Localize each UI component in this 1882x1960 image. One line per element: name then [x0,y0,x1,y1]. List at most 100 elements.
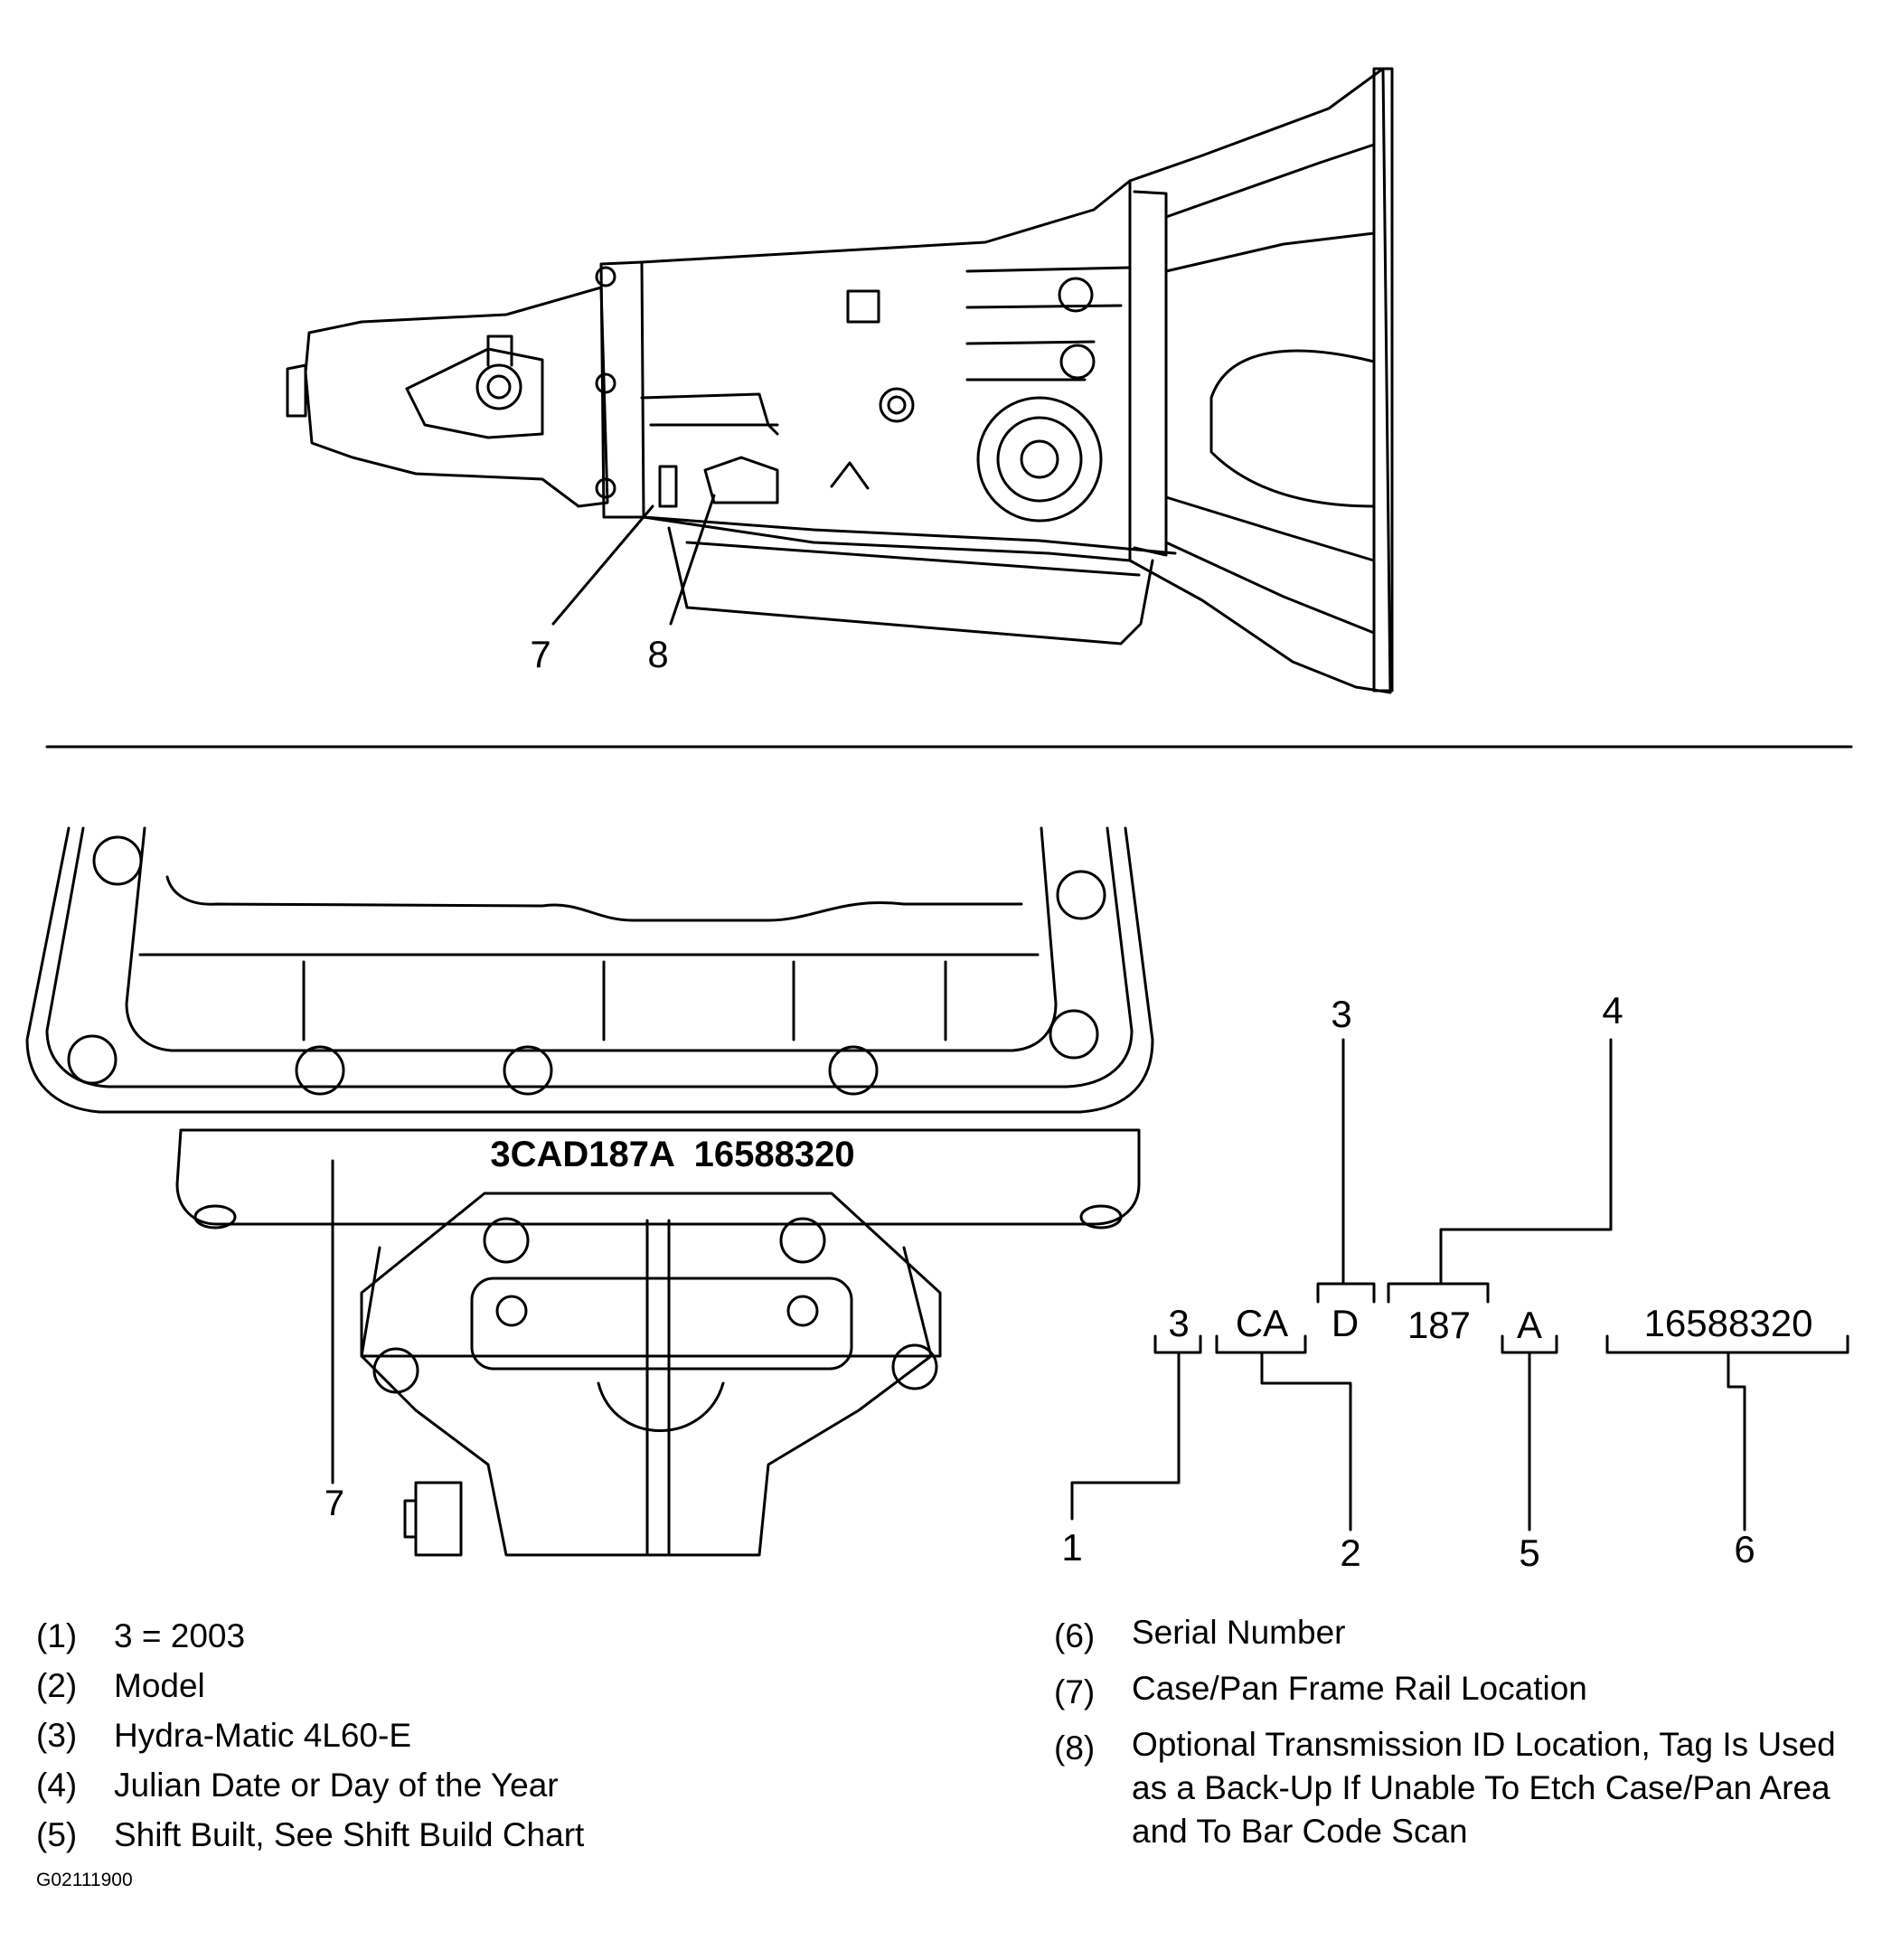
case-plug-inner [887,395,907,415]
segment-6: 16588320 [1644,1302,1813,1344]
legend-text: Shift Built, See Shift Build Chart [114,1816,585,1853]
segment-5: A [1517,1304,1542,1346]
flange-bolt-2 [595,372,616,394]
legend-item-7: (7) Case/Pan Frame Rail Location [1054,1667,1858,1717]
bell-rib-2 [1164,231,1376,273]
callout-4: 4 [1602,989,1623,1032]
pan-body [125,826,1058,1052]
legend-item-4: (4) Julian Date or Day of the Year [36,1760,1012,1810]
leader-4 [1439,1038,1613,1286]
case-ridge-3 [965,340,1096,345]
legend-num: (2) [36,1667,78,1704]
wiring-harness [830,461,870,490]
mount-bolt-3 [372,1347,419,1394]
extension-mount [360,1246,933,1557]
pan-bolt-5 [503,1045,553,1096]
case-bolt-1 [1058,277,1094,313]
legend-item-3: (3) Hydra-Matic 4L60-E [36,1710,1012,1760]
legend-num: (3) [36,1717,78,1754]
legend-item-2: (2) Model [36,1661,1012,1710]
bell-opening [1209,349,1376,508]
segment-2: CA [1236,1302,1288,1344]
rail-hole-left [193,1204,237,1230]
callout-6: 6 [1734,1528,1755,1570]
flange-bolt-3 [595,477,616,499]
legend-num: (8) [1054,1729,1096,1767]
case-ridge-1 [965,266,1132,273]
output-shaft-end [286,363,307,418]
mount-plate [360,1192,942,1358]
mount-sensor [403,1481,463,1557]
shift-linkage [703,456,779,504]
pan-bolt-6 [828,1045,879,1096]
case-frame-rail [175,1128,1141,1226]
case-plug [879,387,915,423]
pan-step [165,875,1023,922]
legend-text: 3 = 2003 [114,1617,246,1654]
legend-text: Optional Transmission ID Location, Tag I… [1132,1726,1836,1850]
case-ridge-2 [965,304,1123,309]
callout-3: 3 [1331,993,1351,1035]
sensor-bracket [486,335,513,367]
pan-bolt-1 [92,835,143,886]
mount-bolt-4 [891,1343,938,1390]
legend-num: (5) [36,1816,78,1853]
code-callouts: 1 2 3 4 5 6 [1061,989,1755,1574]
pan-flange-inner [45,826,1134,1088]
leader-6 [1727,1351,1746,1531]
code-segment-labels: 3 CA D 187 A 16588320 [1168,1302,1812,1346]
mount-hole-left [495,1295,528,1327]
callout-2: 2 [1340,1531,1360,1574]
segment-4: 187 [1407,1304,1471,1346]
bell-housing [1128,67,1392,694]
speed-sensor-ring [486,374,512,400]
pan-rail [642,515,1177,555]
code-breakdown [1070,1038,1849,1531]
oil-pan [667,526,1154,645]
leader-1 [1070,1351,1181,1521]
leader-2 [1260,1351,1352,1531]
legend-text: Case/Pan Frame Rail Location [1132,1670,1587,1707]
mount-bolt-2 [779,1217,826,1264]
case-bolt-2 [1059,344,1096,380]
pan-bolt-4 [295,1045,345,1096]
id-tag [658,465,678,508]
legend-item-6: (6) Serial Number [1054,1611,1858,1661]
main-connector-ring [996,416,1083,503]
legend-right: (6) Serial Number (7) Case/Pan Frame Rai… [1054,1611,1858,1853]
bracket-seg-4 [1387,1282,1490,1304]
legend-text: Serial Number [1132,1614,1346,1651]
extension-cone [405,347,544,439]
figure-id: G02111900 [36,1870,133,1890]
leader-8-top [669,494,716,626]
bell-flange-mid [1133,190,1168,557]
oil-pan-view [25,826,1154,1557]
mount-bolt-1 [483,1217,530,1264]
pan-lip [685,541,1141,577]
legend-text: Model [114,1667,205,1704]
speed-sensor [475,363,522,410]
legend-num: (6) [1054,1617,1096,1654]
legend-left: (1) 3 = 2003 (2) Model (3) Hydra-Matic 4… [36,1611,1012,1860]
legend-item-1: (1) 3 = 2003 [36,1611,1012,1661]
main-connector-outer [976,396,1103,523]
bell-rib-3 [1164,495,1376,562]
callout-1: 1 [1061,1526,1082,1569]
legend-item-8: (8) Optional Transmission ID Location, T… [1054,1723,1858,1853]
case-emblem [846,289,880,324]
extension-housing [304,286,609,508]
pan-bolt-3 [67,1034,118,1085]
pan-bolt-2 [1056,870,1106,920]
pan-bolt-7 [1049,1009,1099,1060]
segment-1: 3 [1168,1302,1189,1344]
callout-7-bottom: 7 [325,1484,344,1523]
bracket-seg-3 [1316,1282,1376,1304]
extension-arc [597,1381,725,1432]
legend-num: (4) [36,1767,78,1804]
main-case [640,179,1132,562]
transmission-side-view [286,67,1394,694]
rail-hole-right [1079,1204,1123,1230]
legend-text: Julian Date or Day of the Year [114,1767,559,1804]
etched-id-code: 3CAD187A 16588320 [490,1135,854,1174]
